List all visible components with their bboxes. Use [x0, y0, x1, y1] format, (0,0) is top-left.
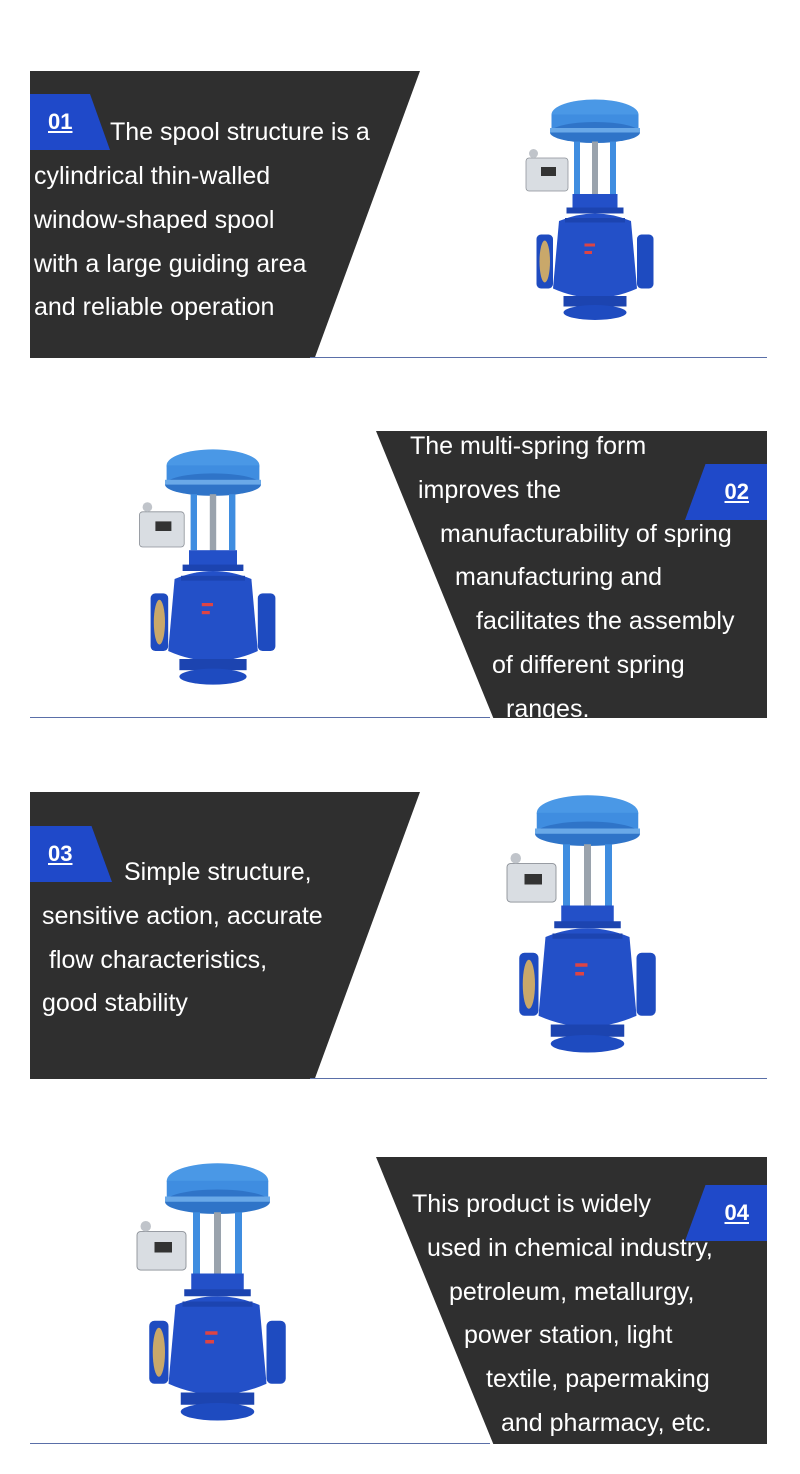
feature-text-line: good stability [42, 989, 188, 1017]
control-valve-image [136, 1162, 287, 1421]
divider [30, 1443, 490, 1444]
feature-text-line: Simple structure, [124, 858, 312, 886]
feature-number-badge: 02 [685, 464, 767, 520]
feature-section-1: 01 The spool structure is a cylindrical … [0, 0, 800, 360]
feature-text-line: The multi-spring form [410, 432, 647, 460]
feature-text-line: used in chemical industry, [427, 1234, 713, 1262]
feature-text-line: ranges. [506, 695, 590, 719]
control-valve-image [138, 448, 276, 685]
divider [310, 1078, 767, 1079]
feature-section-2: 02 The multi-spring form improves the ma… [0, 0, 800, 718]
feature-text-line: of different spring [492, 651, 685, 679]
feature-text-line: This product is widely [412, 1190, 651, 1218]
feature-text-line: window-shaped spool [34, 206, 275, 234]
feature-text-line: and pharmacy, etc. [501, 1409, 712, 1437]
feature-text-line: textile, papermaking [486, 1365, 710, 1393]
feature-text-line: The spool structure is a [110, 118, 370, 146]
feature-text-line: improves the [418, 476, 562, 504]
feature-text-line: manufacturing and [455, 563, 663, 591]
feature-text-line: flow characteristics, [42, 946, 268, 974]
text-clip: ranges. [490, 690, 640, 719]
feature-text-line: power station, light [464, 1321, 673, 1349]
divider [30, 717, 490, 718]
divider [310, 357, 767, 358]
feature-text-line: manufacturability of spring [440, 520, 732, 548]
feature-text-line: cylindrical thin-walled [34, 162, 271, 190]
feature-text-line: facilitates the assembly [476, 607, 735, 635]
feature-section-4: 04 This product is widely used in chemic… [0, 0, 800, 1444]
feature-text-line: petroleum, metallurgy, [449, 1278, 695, 1306]
control-valve-image [506, 794, 657, 1053]
feature-text-line: sensitive action, accurate [42, 902, 323, 930]
feature-text-line: and reliable operation [34, 293, 275, 321]
feature-text-line: with a large guiding area [34, 250, 307, 278]
